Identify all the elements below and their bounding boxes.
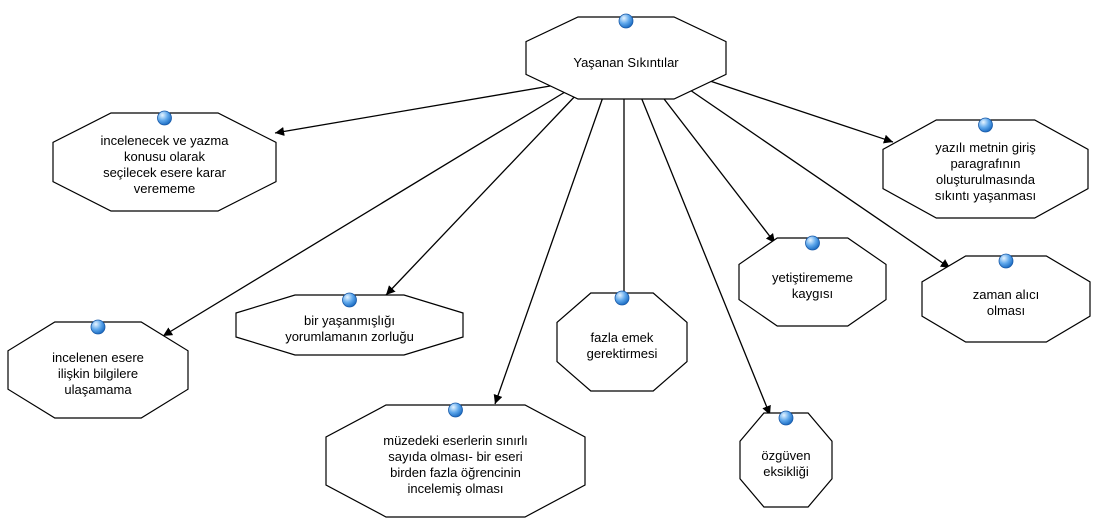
- node-sphere-icon: [448, 402, 463, 418]
- edge-root-to-c7: [162, 91, 566, 337]
- edge-root-to-c8: [493, 96, 604, 405]
- node-sphere-icon: [778, 410, 794, 426]
- nodes-layer: [7, 13, 1091, 518]
- node-sphere-icon: [618, 13, 634, 29]
- node-label-c9: özgüven eksikliği: [761, 448, 811, 479]
- node-label-c4: zaman alıcı olması: [972, 287, 1040, 318]
- node-c3-shape[interactable]: [738, 237, 887, 327]
- node-label-c6: fazla emek gerektirmesi: [586, 330, 658, 361]
- node-label-c1: incelenecek ve yazma konusu olarak seçil…: [100, 133, 229, 196]
- node-c7-shape[interactable]: [7, 321, 189, 419]
- node-c6-shape[interactable]: [556, 292, 688, 392]
- node-sphere-icon: [614, 290, 630, 306]
- node-c5-shape[interactable]: [235, 294, 464, 356]
- node-c4-shape[interactable]: [921, 255, 1091, 343]
- edge-root-to-c3: [660, 94, 776, 244]
- node-sphere-icon: [157, 110, 172, 126]
- node-sphere-icon: [978, 117, 993, 133]
- node-sphere-icon: [342, 292, 357, 308]
- node-label-c8: müzedeki eserlerin sınırlı sayıda olması…: [383, 433, 528, 496]
- node-c9-shape[interactable]: [739, 412, 833, 508]
- edge-root-to-c9: [640, 96, 771, 416]
- edge-root-to-c1: [274, 84, 557, 136]
- edge-root-to-c5: [385, 92, 579, 296]
- node-label-c2: yazılı metnin giriş paragrafının oluştur…: [934, 140, 1037, 203]
- node-label-c3: yetiştirememe kaygısı: [772, 270, 853, 301]
- node-label-c5: bir yaşanmışlığı yorumlamanın zorluğu: [285, 313, 414, 344]
- edge-root-to-c2: [706, 79, 894, 144]
- node-sphere-icon: [90, 319, 106, 335]
- node-c8-shape[interactable]: [325, 404, 586, 518]
- edge-root-to-c4: [689, 89, 951, 269]
- edges-layer: [162, 79, 951, 416]
- node-c2-shape[interactable]: [882, 119, 1089, 219]
- node-sphere-icon: [998, 253, 1014, 269]
- node-c1-shape[interactable]: [52, 112, 277, 212]
- node-sphere-icon: [805, 235, 820, 251]
- node-label-c7: incelenen esere ilişkin bilgilere ulaşam…: [52, 350, 144, 397]
- root-node-shape[interactable]: [525, 16, 727, 100]
- root-node-label: Yaşanan Sıkıntılar: [573, 55, 679, 70]
